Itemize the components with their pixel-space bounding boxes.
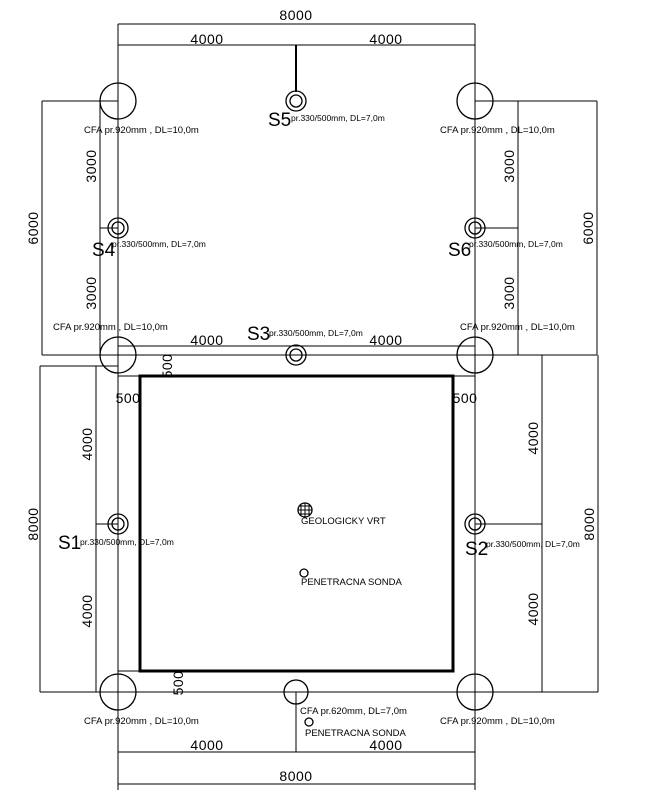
sonde-s6-name: S6 [448,240,471,261]
sonde-s4-spec: pr.330/500mm, DL=7,0m [112,239,206,249]
sonde-s5-name: S5 [268,110,291,131]
dim-top-total: 8000 [279,7,312,23]
dim-mid-left: 4000 [190,332,223,348]
dimension-labels: 8000 4000 4000 3000 3000 6000 3000 3000 … [25,7,597,784]
sonde-s1-spec: pr.330/500mm, DL=7,0m [80,537,174,547]
sonde-s6-marker [464,217,486,239]
sonde-labels: S5 pr.330/500mm, DL=7,0m S4 pr.330/500mm… [58,110,580,560]
cfa-pile-bottom-right [456,673,494,711]
dim-offset-top: 500 [159,354,175,379]
dim-right-total: 6000 [580,211,596,244]
penetration-probe-label: PENETRACNA SONDA [301,577,402,588]
cfa-pile-bottom-center [283,679,309,705]
sonde-s1-marker [107,513,129,535]
dim-right-lower-total: 8000 [581,507,597,540]
dim-right-upper-a: 3000 [501,149,517,182]
cfa-label-bottom-left: CFA pr.920mm , DL=10,0m [84,716,199,727]
dim-left-lower-a: 4000 [79,427,95,460]
sonde-s5-marker [285,90,307,112]
penetration-probe-icon [299,568,309,578]
dim-offset-bottom: 500 [170,671,186,696]
dim-left-upper-b: 3000 [83,276,99,309]
penetration-probe-bottom-icon [304,717,314,727]
cfa-pile-bottom-left [99,673,137,711]
dim-right-lower-b: 4000 [525,592,541,625]
sonde-s4-marker [107,217,129,239]
dim-top-right: 4000 [369,31,402,47]
sonde-s2-marker [464,513,486,535]
dim-left-upper-a: 3000 [83,149,99,182]
sonde-markers [107,90,486,535]
sonde-s5-spec: pr.330/500mm, DL=7,0m [291,113,385,123]
dim-bottom-total: 8000 [279,768,312,784]
building-footprint [138,374,455,673]
sonde-s4-name: S4 [92,240,116,261]
cfa-label-mid-right: CFA pr.920mm , DL=10,0m [460,322,575,333]
cfa-label-top-left: CFA pr.920mm , DL=10,0m [84,125,199,136]
dim-bottom-left: 4000 [190,737,223,753]
cfa-pile-top-right [456,82,494,120]
dim-left-lower-total: 8000 [25,507,41,540]
sonde-s2-name: S2 [465,539,488,560]
cfa-pile-mid-left [99,336,137,374]
sonde-s6-spec: pr.330/500mm, DL=7,0m [469,239,563,249]
offset-ticks [118,375,475,672]
grid-lines [39,23,599,790]
geological-borehole-icon [297,502,313,518]
cfa-pile-top-left [99,82,137,120]
dim-right-lower-a: 4000 [525,421,541,454]
sonde-s3-marker [285,344,307,366]
dim-offset-left: 500 [116,390,141,406]
dim-bottom-right: 4000 [369,737,402,753]
cfa-label-bottom-center: CFA pr.620mm, DL=7,0m [300,706,407,717]
cfa-label-mid-left: CFA pr.920mm , DL=10,0m [53,322,168,333]
penetration-probe-bottom-label: PENETRACNA SONDA [305,728,406,739]
dim-offset-right: 500 [453,390,478,406]
dim-top-left: 4000 [190,31,223,47]
sonde-s3-name: S3 [247,324,270,345]
sonde-s3-spec: pr.330/500mm, DL=7,0m [269,328,363,338]
geological-borehole-label: GEOLOGICKY VRT [301,516,386,527]
sonde-s2-spec: pr.330/500mm, DL=7,0m [486,539,580,549]
cfa-label-bottom-right: CFA pr.920mm , DL=10,0m [440,716,555,727]
cfa-pile-labels: CFA pr.920mm , DL=10,0m CFA pr.920mm , D… [53,125,575,727]
cfa-label-top-right: CFA pr.920mm , DL=10,0m [440,125,555,136]
cfa-pile-mid-right [456,336,494,374]
cfa-piles [99,82,494,711]
dim-right-upper-b: 3000 [501,276,517,309]
dim-left-total: 6000 [25,211,41,244]
sonde-s1-name: S1 [58,533,81,554]
dim-left-lower-b: 4000 [79,594,95,627]
dim-mid-right: 4000 [369,332,402,348]
